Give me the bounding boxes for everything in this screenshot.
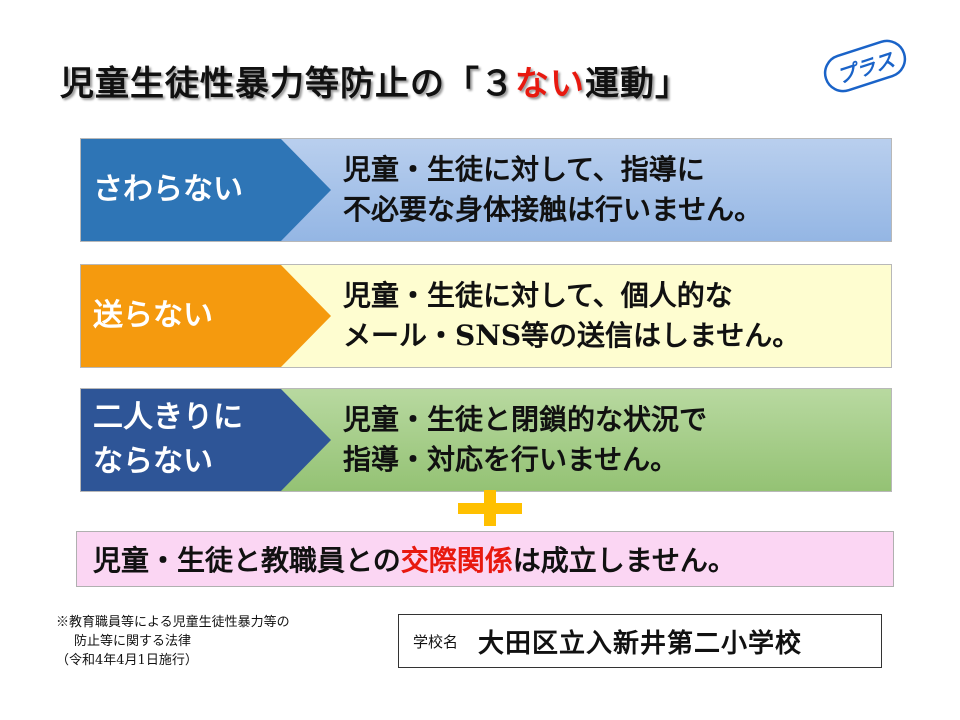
- rule-description-line: 児童・生徒に対して、指導に: [343, 153, 705, 186]
- law-note-line: （令和4年4月1日施行）: [56, 653, 198, 668]
- school-label: 学校名: [413, 632, 459, 651]
- plus-icon: [458, 490, 522, 526]
- rule-description-line: 指導・対応を行いません。: [343, 443, 679, 476]
- school-name: 大田区立入新井第二小学校: [478, 628, 803, 659]
- rule-label: さわらない: [93, 139, 293, 241]
- rule-row-3: 二人きりに ならない 児童・生徒と閉鎖的な状況で 指導・対応を行いません。: [80, 388, 892, 492]
- relation-accent: 交際関係: [400, 544, 513, 577]
- title-accent: ない: [515, 64, 585, 104]
- plus-badge: プラス: [816, 38, 914, 94]
- rule-label-line: 二人きりに: [93, 400, 243, 435]
- law-note: ※教育職員等による児童生徒性暴力等の 防止等に関する法律 （令和4年4月1日施行…: [56, 613, 376, 670]
- rule-description-line: 児童・生徒と閉鎖的な状況で: [343, 403, 708, 436]
- rule-label: 送らない: [93, 265, 293, 367]
- rule-label-line: 送らない: [93, 298, 213, 333]
- law-note-line: 防止等に関する法律: [74, 634, 192, 649]
- rule-label-line: ならない: [93, 444, 213, 479]
- label-arrow-icon: [81, 389, 331, 491]
- label-arrow-icon: [81, 265, 331, 367]
- title-before: 児童生徒性暴力等防止の「３: [60, 64, 515, 104]
- rule-description-line: 児童・生徒に対して、個人的な: [343, 279, 733, 312]
- label-arrow-icon: [81, 139, 331, 241]
- badge-text: プラス: [833, 46, 898, 89]
- rule-description: 児童・生徒と閉鎖的な状況で 指導・対応を行いません。: [343, 389, 888, 491]
- relation-after: は成立しません。: [512, 544, 736, 577]
- page-title: 児童生徒性暴力等防止の「３ない運動」: [60, 56, 820, 108]
- title-after: 運動」: [585, 64, 690, 104]
- rule-description-line: メール・SNS等の送信はしません。: [343, 319, 801, 352]
- rule-description: 児童・生徒に対して、指導に 不必要な身体接触は行いません。: [343, 139, 888, 241]
- relation-statement: 児童・生徒と教職員との交際関係は成立しません。: [76, 531, 894, 587]
- rule-row-2: 送らない 児童・生徒に対して、個人的な メール・SNS等の送信はしません。: [80, 264, 892, 368]
- badge-bubble-icon: [823, 39, 907, 93]
- rule-description: 児童・生徒に対して、個人的な メール・SNS等の送信はしません。: [343, 265, 888, 367]
- relation-before: 児童・生徒と教職員との: [93, 544, 401, 577]
- law-note-line: ※教育職員等による児童生徒性暴力等の: [56, 615, 290, 630]
- rule-description-line: 不必要な身体接触は行いません。: [343, 193, 763, 226]
- rule-label-line: さわらない: [93, 172, 243, 207]
- rule-row-1: さわらない 児童・生徒に対して、指導に 不必要な身体接触は行いません。: [80, 138, 892, 242]
- school-name-box: 学校名 大田区立入新井第二小学校: [398, 614, 882, 668]
- rule-label: 二人きりに ならない: [93, 389, 293, 491]
